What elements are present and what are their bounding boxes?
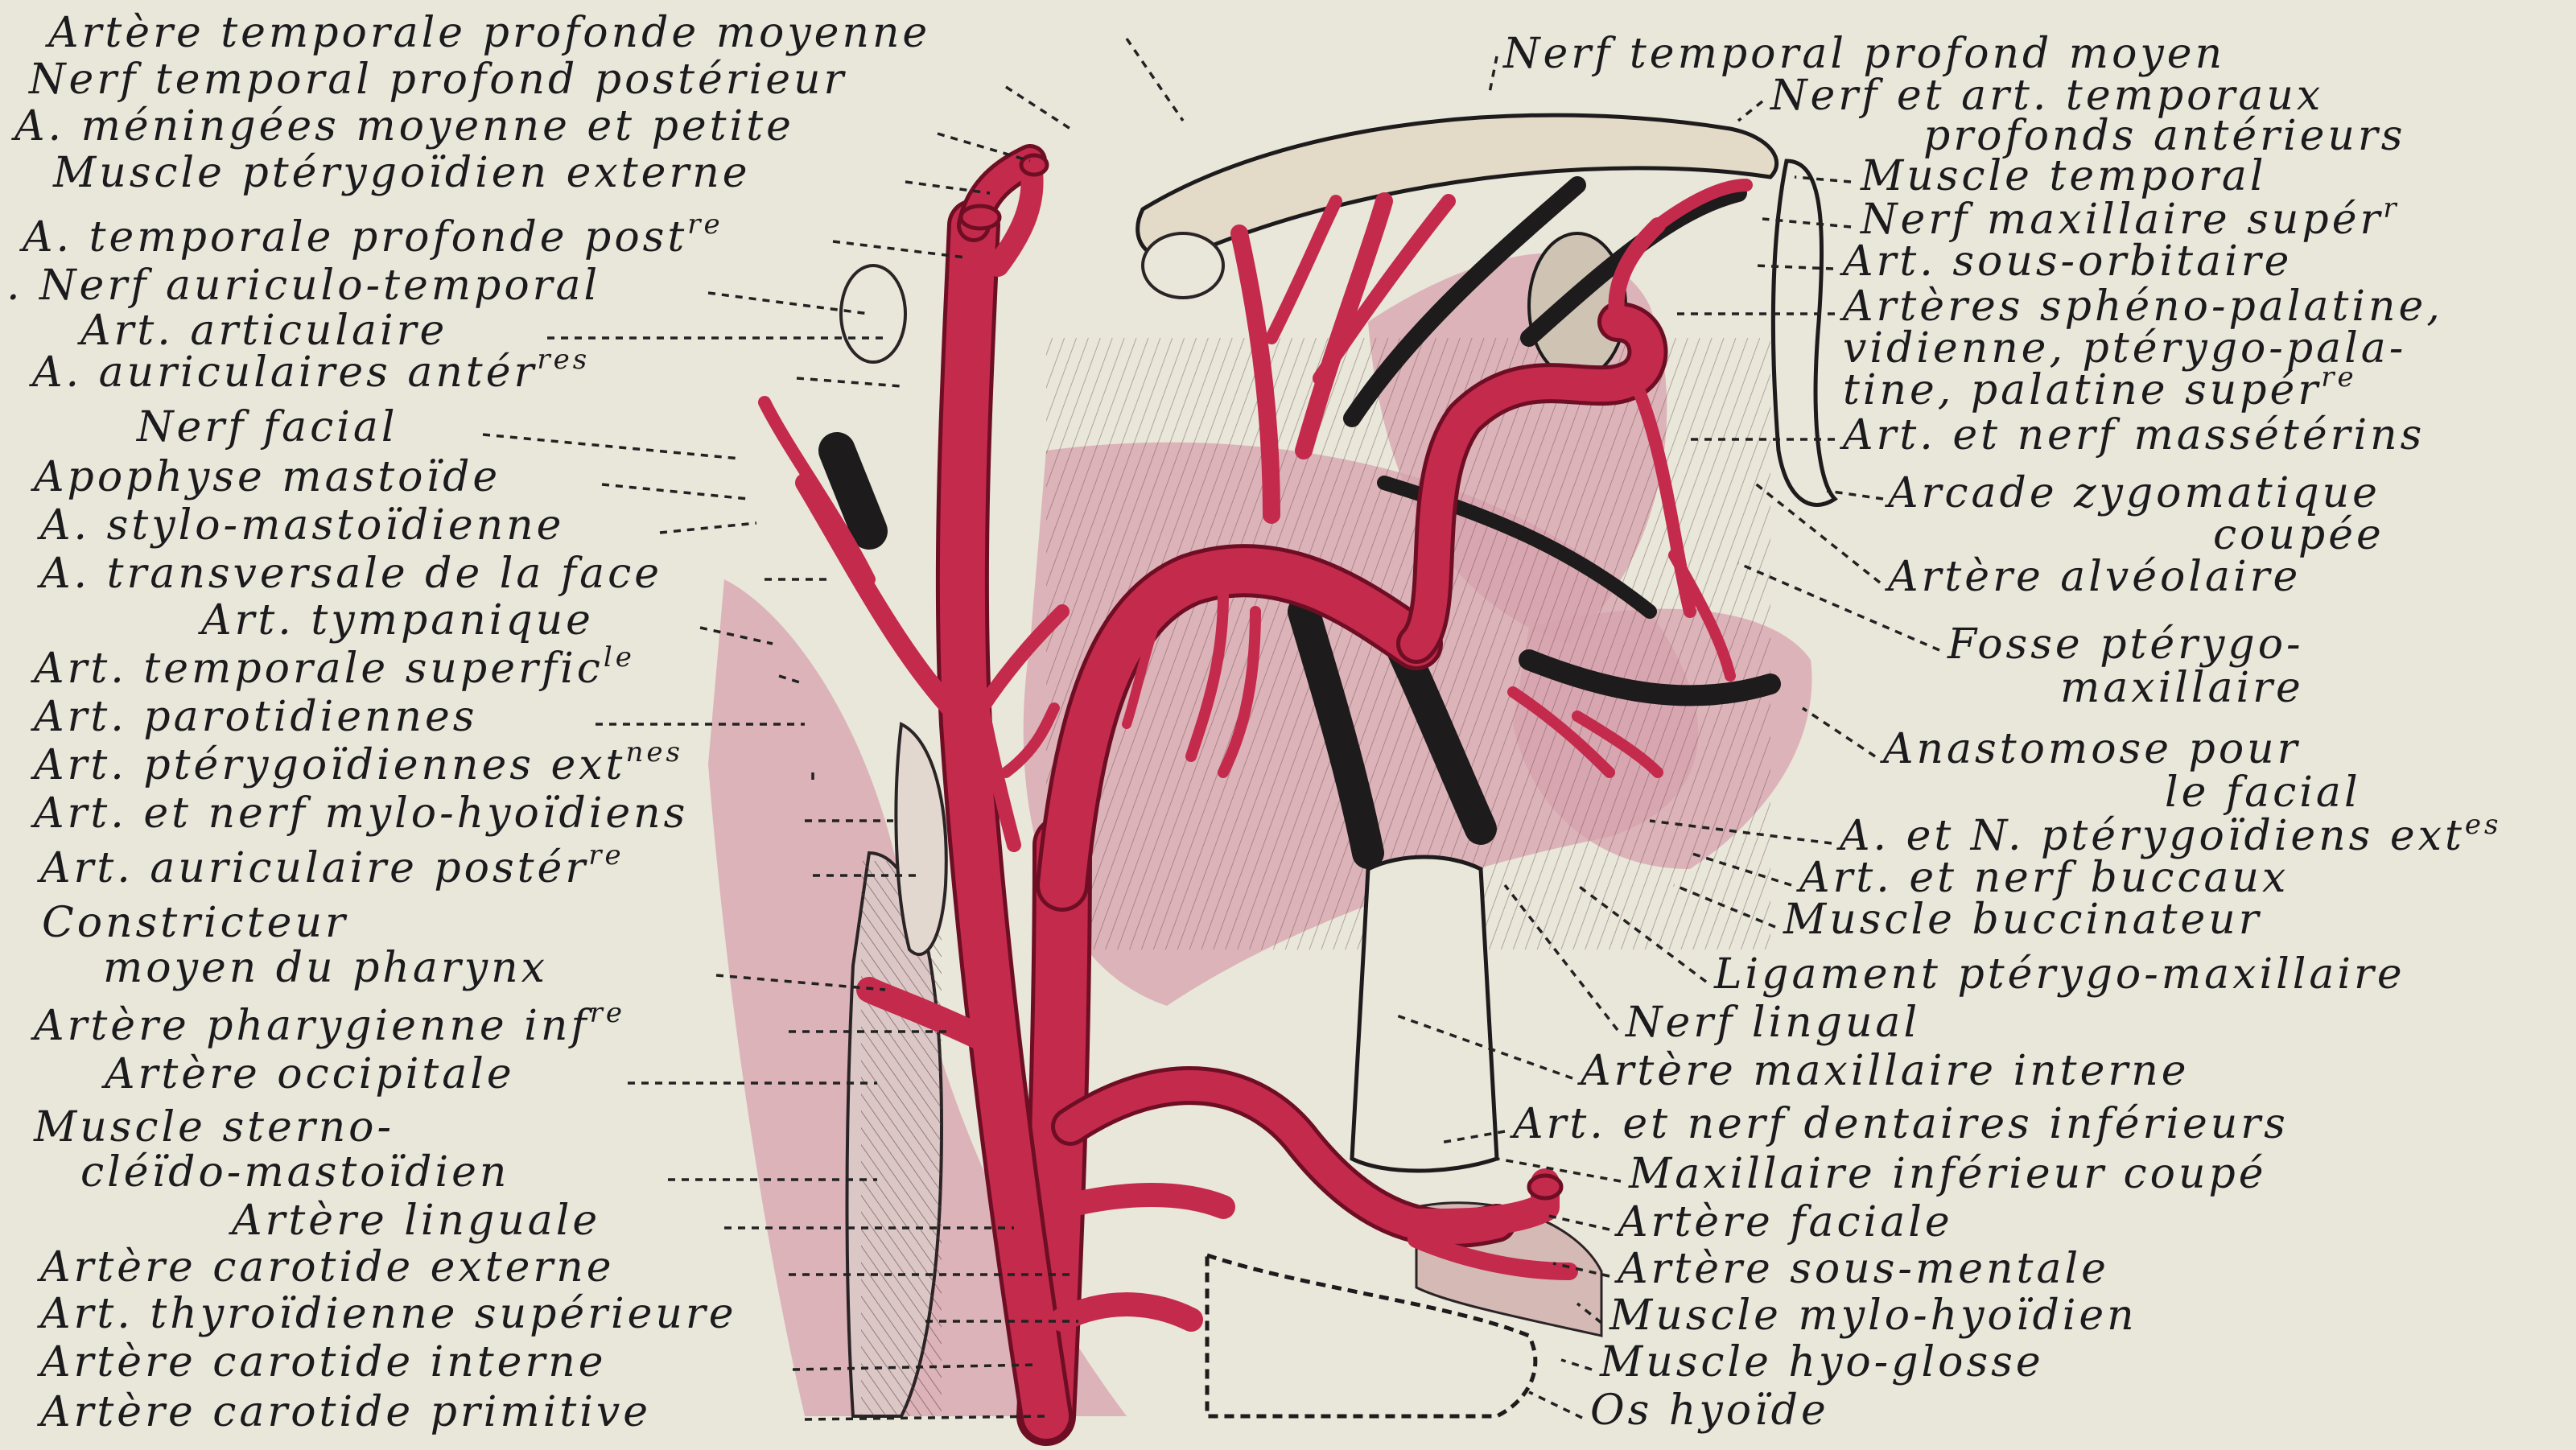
label-a-et-n-pterygoidiens: A. et N. ptérygoïdiens extes xyxy=(1836,809,2501,860)
label-fosse-pterygo: Fosse ptérygo- xyxy=(1947,620,2304,669)
label-art-auriculaire-poster: Art. auriculaire postérre xyxy=(37,839,624,892)
label-art-parotidiennes: Art. parotidiennes xyxy=(31,693,477,741)
artery-cut-end-2 xyxy=(1021,155,1047,175)
label-art-pterygoidiennes-ext: Art. ptérygoïdiennes extnes xyxy=(31,736,683,789)
label-le-facial: le facial xyxy=(2165,768,2361,817)
label-nerf-lingual: Nerf lingual xyxy=(1624,999,1920,1047)
leader-line xyxy=(1489,56,1497,97)
label-maxillaire: maxillaire xyxy=(2060,664,2304,712)
parotid-gland-outline xyxy=(896,724,946,954)
label-art-et-nerf-buccaux: Art. et nerf buccaux xyxy=(1796,854,2289,902)
label-art-et-nerf-dentaires: Art. et nerf dentaires inférieurs xyxy=(1510,1100,2289,1148)
superior-thyroid-artery xyxy=(1062,1304,1191,1320)
label-muscle-hyo-glosse: Muscle hyo-glosse xyxy=(1599,1338,2044,1386)
leader-line xyxy=(1006,87,1070,129)
leader-line xyxy=(797,378,901,386)
artery-cut-end-3 xyxy=(1529,1176,1561,1198)
label-nerf-facial: Nerf facial xyxy=(135,403,398,451)
label-art-thyroidienne-superieure: Art. thyroïdienne supérieure xyxy=(37,1290,737,1338)
lingual-artery xyxy=(1062,1195,1223,1207)
label-artere-carotide-externe: Artère carotide externe xyxy=(37,1243,615,1291)
label-artere-sous-mentale: Artère sous-mentale xyxy=(1614,1245,2109,1293)
label-muscle-temporal: Muscle temporal xyxy=(1860,152,2267,200)
label-art-temporale-superficielle: Art. temporale superficle xyxy=(31,641,635,693)
label-muscle-pterygoidien-externe: Muscle ptérygoïdien externe xyxy=(52,149,751,197)
label-artere-pharygienne-inf: Artère pharygienne infre xyxy=(31,997,625,1050)
label-constricteur: Constricteur xyxy=(42,899,348,947)
label-a-transversale-de-la-face: A. transversale de la face xyxy=(37,550,662,598)
label-nerf-maxillaire-super: Nerf maxillaire supérr xyxy=(1859,192,2400,244)
zygomatic-arch xyxy=(1773,161,1835,505)
label-artere-occipitale: Artère occipitale xyxy=(101,1050,515,1098)
label-a-meningees: A. méningées moyenne et petite xyxy=(11,102,794,150)
label-tine-palatine: tine, palatine supérre xyxy=(1843,361,2357,414)
label-anastomose-pour: Anastomose pour xyxy=(1880,725,2300,773)
label-artere-maxillaire-interne: Artère maxillaire interne xyxy=(1577,1047,2189,1095)
label-artere-linguale: Artère linguale xyxy=(229,1197,600,1245)
label-nerf-temporal-profond-posterieur: Nerf temporal profond postérieur xyxy=(27,56,847,104)
mastoid-process xyxy=(841,266,905,362)
leader-line xyxy=(1497,1159,1621,1181)
label-os-hyoide: Os hyoïde xyxy=(1590,1386,1829,1435)
label-maxillaire-inferieur-coupe: Maxillaire inférieur coupé xyxy=(1628,1150,2267,1198)
mandible-cut xyxy=(1352,857,1497,1171)
condyle-cut xyxy=(1143,233,1223,298)
label-artere-carotide-interne: Artère carotide interne xyxy=(37,1338,607,1386)
leader-line xyxy=(1529,1392,1582,1418)
label-muscle-mylo-hyoidien: Muscle mylo-hyoïdien xyxy=(1609,1291,2137,1340)
label-a-temporale-profonde-post: A. temporale profonde postre xyxy=(19,208,723,262)
leader-line xyxy=(483,435,740,459)
label-nerf-auriculo-temporal: . Nerf auriculo-temporal xyxy=(6,262,600,310)
label-apophyse-mastoide: Apophyse mastoïde xyxy=(31,453,501,501)
artery-cut-end-1 xyxy=(961,206,999,229)
label-muscle-buccinateur: Muscle buccinateur xyxy=(1783,896,2262,944)
label-artere-alveolaire: Artère alvéolaire xyxy=(1885,553,2301,601)
label-arteres-spheno-palatine: Artères sphéno-palatine, xyxy=(1840,282,2443,331)
label-nerf-temporal-profond-moyen: Nerf temporal profond moyen xyxy=(1502,30,2225,78)
leader-line xyxy=(1803,708,1875,756)
label-art-nerf-mylo-hyoidiens: Art. et nerf mylo-hyoïdiens xyxy=(31,789,688,838)
label-artere-temporale-profonde-moyenne: Artère temporale profonde moyenne xyxy=(45,9,930,57)
leader-line xyxy=(1127,39,1183,121)
label-art-sous-orbitaire: Art. sous-orbitaire xyxy=(1840,237,2292,286)
leader-line xyxy=(1561,1360,1592,1370)
label-cleido-mastoidien: cléïdo-mastoïdien xyxy=(80,1148,509,1197)
label-artere-faciale: Artère faciale xyxy=(1614,1198,1953,1246)
leader-line xyxy=(602,484,748,499)
leader-line xyxy=(660,523,756,533)
label-artere-carotide-primitive: Artère carotide primitive xyxy=(37,1388,651,1436)
label-a-auriculaires-anter: A. auriculaires antérres xyxy=(29,344,590,397)
label-muscle-sterno: Muscle sterno- xyxy=(33,1103,394,1151)
label-art-tympanique: Art. tympanique xyxy=(198,596,594,645)
label-ligament-pterygo-maxillaire: Ligament ptérygo-maxillaire xyxy=(1713,950,2405,999)
label-a-stylo-mastoidienne: A. stylo-mastoïdienne xyxy=(37,501,564,550)
label-art-articulaire: Art. articulaire xyxy=(77,307,447,355)
label-art-et-nerf-masseterins: Art. et nerf massétérins xyxy=(1840,411,2425,459)
label-moyen-du-pharynx: moyen du pharynx xyxy=(103,944,548,992)
leader-line xyxy=(1738,101,1762,121)
label-coupee: coupée xyxy=(2213,511,2384,559)
leader-line xyxy=(833,241,966,257)
label-arcade-zygomatique: Arcade zygomatique xyxy=(1885,469,2380,517)
leader-line xyxy=(805,1416,1046,1419)
